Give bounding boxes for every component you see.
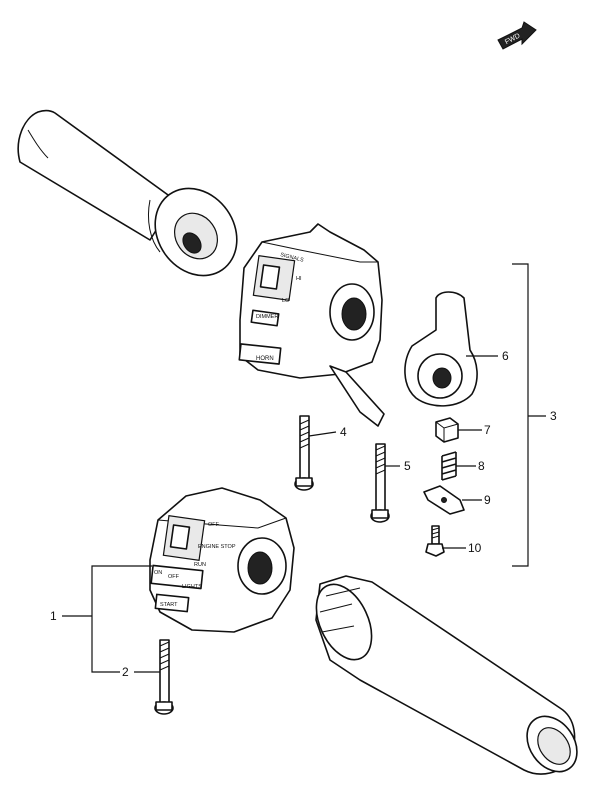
callout-2: 2 bbox=[122, 665, 129, 679]
start-label: START bbox=[160, 602, 178, 608]
on-label: ON bbox=[154, 570, 162, 576]
dimmer-label: DIMMER bbox=[256, 314, 278, 320]
lo-label: LO bbox=[282, 298, 290, 304]
callout-1: 1 bbox=[50, 609, 57, 623]
off-label: OFF bbox=[208, 522, 220, 528]
forward-arrow-badge: FWD bbox=[497, 21, 537, 50]
spring-part-8 bbox=[441, 451, 457, 481]
callout-4: 4 bbox=[340, 425, 347, 439]
left-handlebar-switch: OFF ENGINE STOP RUN ON OFF LIGHTS START bbox=[149, 487, 295, 633]
callout-7: 7 bbox=[484, 423, 491, 437]
run-label: RUN bbox=[194, 562, 206, 568]
signals-label: SIGNALS bbox=[280, 252, 305, 264]
throttle-sleeve-part-6 bbox=[404, 291, 478, 407]
callout-8: 8 bbox=[478, 459, 485, 473]
off2-label: OFF bbox=[168, 574, 180, 580]
right-handlebar-switch: SIGNALS HI LO DIMMER HORN bbox=[238, 223, 385, 427]
screw-part-4 bbox=[294, 415, 314, 491]
plate-part-9 bbox=[423, 485, 465, 515]
horn-label: HORN bbox=[256, 356, 274, 362]
callout-6: 6 bbox=[502, 349, 509, 363]
callout-9: 9 bbox=[484, 493, 491, 507]
screw-part-10 bbox=[425, 525, 445, 557]
callout-5: 5 bbox=[404, 459, 411, 473]
lights-label: LIGHTS bbox=[182, 584, 202, 590]
left-handlebar-grip bbox=[17, 109, 238, 277]
engine-stop-label: ENGINE STOP bbox=[198, 544, 236, 550]
callout-10: 10 bbox=[468, 541, 482, 555]
hi-label: HI bbox=[296, 276, 302, 282]
callout-3: 3 bbox=[550, 409, 557, 423]
block-part-7 bbox=[435, 417, 459, 443]
screw-part-5 bbox=[370, 443, 390, 523]
leader-lines bbox=[62, 263, 546, 673]
right-throttle-grip bbox=[315, 575, 578, 775]
screw-part-2 bbox=[154, 639, 174, 715]
